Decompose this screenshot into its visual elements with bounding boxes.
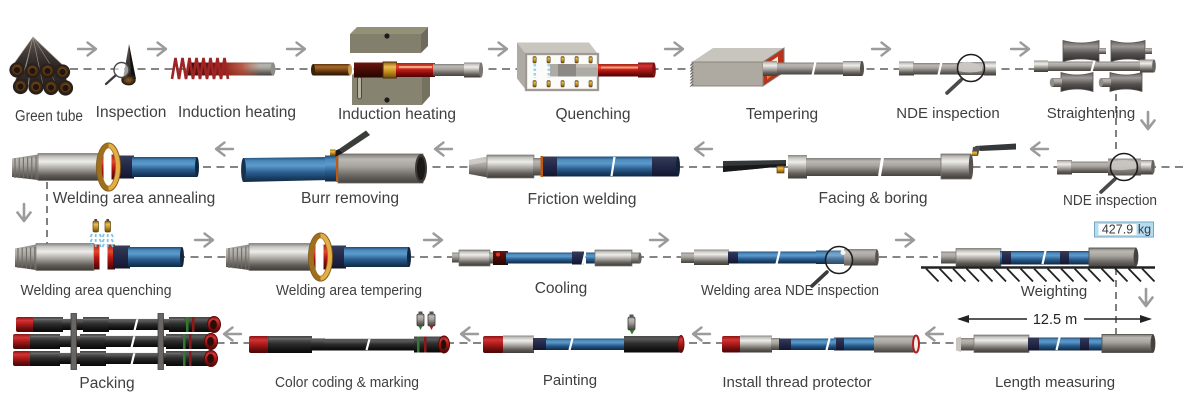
- svg-text:Welding area tempering: Welding area tempering: [276, 282, 422, 299]
- svg-text:Weighting: Weighting: [1021, 283, 1087, 300]
- svg-text:Cooling: Cooling: [535, 280, 588, 297]
- svg-text:Burr removing: Burr removing: [301, 190, 399, 207]
- svg-text:Tempering: Tempering: [746, 106, 818, 123]
- svg-text:Welding area annealing: Welding area annealing: [53, 190, 216, 207]
- svg-text:Facing & boring: Facing & boring: [819, 190, 928, 207]
- svg-text:Induction heating: Induction heating: [178, 104, 296, 121]
- svg-text:Quenching: Quenching: [556, 106, 631, 123]
- svg-text:kg: kg: [1138, 223, 1151, 237]
- svg-text:Inspection: Inspection: [96, 104, 167, 121]
- svg-text:Green tube: Green tube: [15, 108, 83, 125]
- svg-text:Friction welding: Friction welding: [528, 191, 637, 208]
- svg-text:12.5 m: 12.5 m: [1033, 312, 1077, 328]
- svg-text:Welding area NDE inspection: Welding area NDE inspection: [701, 283, 879, 299]
- svg-text:Straightening: Straightening: [1047, 105, 1135, 122]
- svg-text:Packing: Packing: [79, 375, 134, 392]
- svg-text:Install thread protector: Install thread protector: [722, 374, 871, 391]
- svg-text:Painting: Painting: [543, 372, 597, 389]
- svg-text:Length measuring: Length measuring: [995, 374, 1115, 391]
- svg-text:NDE inspection: NDE inspection: [1063, 192, 1157, 209]
- svg-text:427.9: 427.9: [1102, 223, 1133, 237]
- svg-text:NDE inspection: NDE inspection: [896, 105, 999, 122]
- svg-text:Induction heating: Induction heating: [338, 106, 456, 123]
- svg-text:Color coding & marking: Color coding & marking: [275, 374, 419, 391]
- svg-text:Welding area quenching: Welding area quenching: [21, 282, 172, 299]
